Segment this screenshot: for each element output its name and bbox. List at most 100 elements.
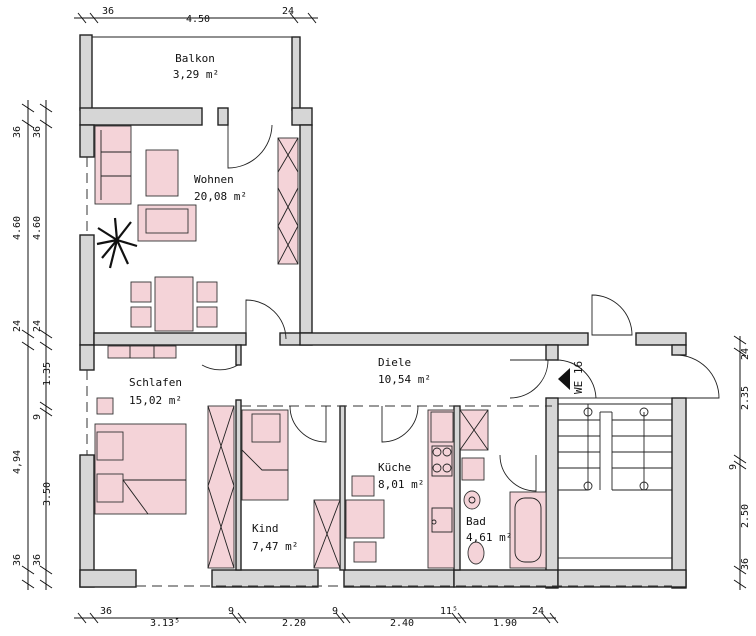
dim-right-0: 24	[740, 348, 751, 360]
wohnen-top-wall-right	[291, 107, 313, 126]
schlafen-door-swing	[201, 364, 239, 371]
bottom-wall-3	[343, 569, 455, 588]
dimension-bottom: 36 3.13⁵ 9 2.20 9 2.40 11⁵ 1.90 24	[74, 606, 559, 629]
apt-door-stair	[555, 359, 597, 399]
kueche-door-swing	[381, 405, 419, 443]
room-area-balkon: 3,29 m²	[173, 68, 219, 81]
balkon-wall-left	[79, 34, 93, 111]
wall-cabinet	[277, 137, 299, 265]
chair	[196, 306, 218, 328]
dim-top-0: 36	[102, 6, 114, 17]
apt-stair-wall	[545, 397, 559, 589]
schlafen-diele-wall-top	[235, 344, 242, 366]
left-wall-1	[79, 124, 95, 158]
room-name-balkon: Balkon	[175, 52, 215, 65]
fridge	[430, 411, 454, 443]
washbasin	[463, 490, 481, 510]
room-name-kueche: Küche	[378, 461, 411, 474]
chair	[196, 281, 218, 303]
room-area-kind: 7,47 m²	[252, 540, 298, 553]
dresser	[107, 345, 177, 359]
dim-left-inner-5: 3.50	[42, 482, 53, 506]
right-wall-1	[671, 344, 687, 356]
dimension-right: 24 2.35 9 2.50 36	[728, 335, 751, 590]
balkon-wall-right	[291, 36, 301, 111]
left-wall-2	[79, 234, 95, 346]
right-wall-2	[671, 397, 687, 589]
dim-left-inner-0: 36	[32, 126, 43, 138]
dim-bottom-0: 36	[100, 606, 112, 617]
dim-left-inner-6: 36	[32, 554, 43, 566]
apt-door-left	[509, 359, 549, 399]
dimension-top: 36 4.50 24	[74, 6, 318, 25]
bottom-wall-1	[79, 569, 137, 588]
stair-door-top	[591, 294, 633, 336]
unit-label: WE 16	[572, 361, 585, 394]
walls	[79, 34, 687, 589]
dim-left-outer-2: 24	[12, 320, 23, 332]
dim-bottom-3: 2.20	[282, 618, 306, 629]
room-area-wohnen: 20,08 m²	[194, 190, 247, 203]
kueche-bad-wall	[453, 405, 461, 571]
bad-door-swing	[499, 454, 537, 492]
sink	[431, 507, 453, 533]
sofa	[94, 125, 132, 205]
doors	[201, 124, 720, 492]
bottom-wall-2	[211, 569, 319, 588]
dining-table	[154, 276, 194, 332]
room-name-kind: Kind	[252, 522, 279, 535]
left-wall-4	[79, 454, 95, 588]
plant-icon	[96, 217, 138, 269]
dim-left-outer-3: 4,94	[12, 450, 23, 474]
room-labels: Balkon 3,29 m² Wohnen 20,08 m² Schlafen …	[129, 52, 585, 553]
toilet	[467, 541, 485, 565]
room-name-bad: Bad	[466, 515, 486, 528]
wardrobe	[207, 405, 235, 569]
dim-top-1: 4.50	[186, 14, 210, 25]
dim-left-inner-1: 4.60	[32, 216, 43, 240]
left-wall-3	[79, 344, 95, 371]
coffee-table	[145, 149, 179, 197]
washer	[461, 457, 485, 481]
nightstand	[96, 397, 114, 415]
room-name-diele: Diele	[378, 356, 411, 369]
room-name-wohnen: Wohnen	[194, 173, 234, 186]
dim-right-1: 2.35	[740, 386, 751, 410]
dim-bottom-8: 24	[532, 606, 544, 617]
dim-right-3: 2.50	[740, 504, 751, 528]
dim-left-outer-1: 4.60	[12, 216, 23, 240]
diele-top-wall	[299, 332, 589, 346]
dim-bottom-6: 11⁵	[440, 606, 458, 617]
dim-bottom-5: 2.40	[390, 618, 414, 629]
room-area-kueche: 8,01 m²	[378, 478, 424, 491]
dashed-lines	[86, 157, 672, 587]
wohnen-top-wall-left	[79, 107, 203, 126]
room-name-schlafen: Schlafen	[129, 376, 182, 389]
stair-door-right	[675, 354, 720, 399]
schlafen-diele-wall	[235, 399, 242, 571]
stove	[431, 445, 453, 477]
dim-left-inner-3: 1.35	[42, 362, 53, 386]
dim-left-outer-4: 36	[12, 554, 23, 566]
dimension-left-outer: 36 4.60 24 4,94 36	[12, 100, 35, 590]
dim-right-4: 36	[740, 558, 751, 570]
wohnen-door-swing	[245, 299, 287, 340]
kind-door-swing	[289, 405, 327, 443]
dimension-left-inner: 36 4.60 24 1.35 9 3.50 36	[32, 100, 53, 590]
apt-stair-wall-top	[545, 344, 559, 361]
stair-top-wall	[635, 332, 687, 346]
kitchen-table	[345, 499, 385, 539]
wohnen-top-wall-mid	[217, 107, 229, 126]
bottom-wall-4	[453, 569, 559, 588]
chair	[353, 541, 377, 563]
room-area-diele: 10,54 m²	[378, 373, 431, 386]
dim-right-2: 9	[728, 464, 739, 470]
dim-bottom-2: 9	[228, 606, 234, 617]
dim-bottom-4: 9	[332, 606, 338, 617]
chair	[130, 306, 152, 328]
stair-bottom-wall	[557, 569, 687, 588]
dim-bottom-7: 1.90	[493, 618, 517, 629]
dim-bottom-1: 3.13⁵	[150, 618, 180, 629]
wohnen-right-wall	[299, 124, 313, 336]
dim-left-inner-2: 24	[32, 320, 43, 332]
